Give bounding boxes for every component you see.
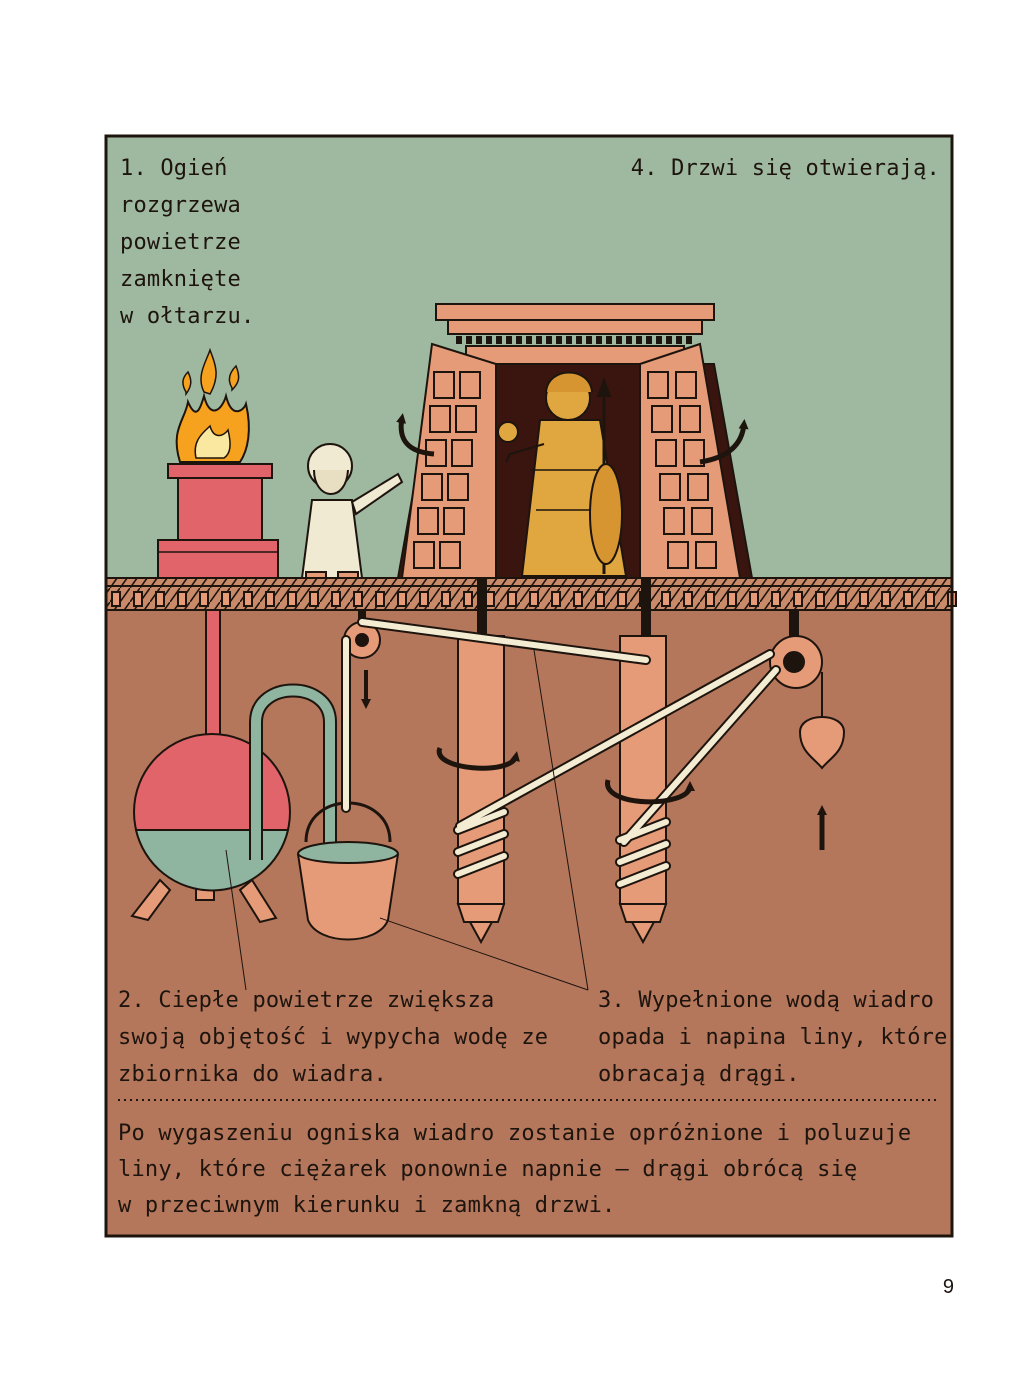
step-1-label: 1. Ogień rozgrzewa powietrze zamknięte w… [120,150,254,335]
footnote: Po wygaszeniu ogniska wiadro zostanie op… [118,1116,911,1224]
page-number: 9 [943,1276,954,1299]
step-4-label: 4. Drzwi się otwierają. [631,150,940,187]
step-2-label: 2. Ciepłe powietrze zwiększa swoją objęt… [118,982,548,1093]
air-pipe [206,610,220,740]
step-3-label: 3. Wypełnione wodą wiadro opada i napina… [598,982,948,1093]
left-pole [458,636,504,942]
right-pole [620,636,666,942]
temple-floor [106,578,956,610]
